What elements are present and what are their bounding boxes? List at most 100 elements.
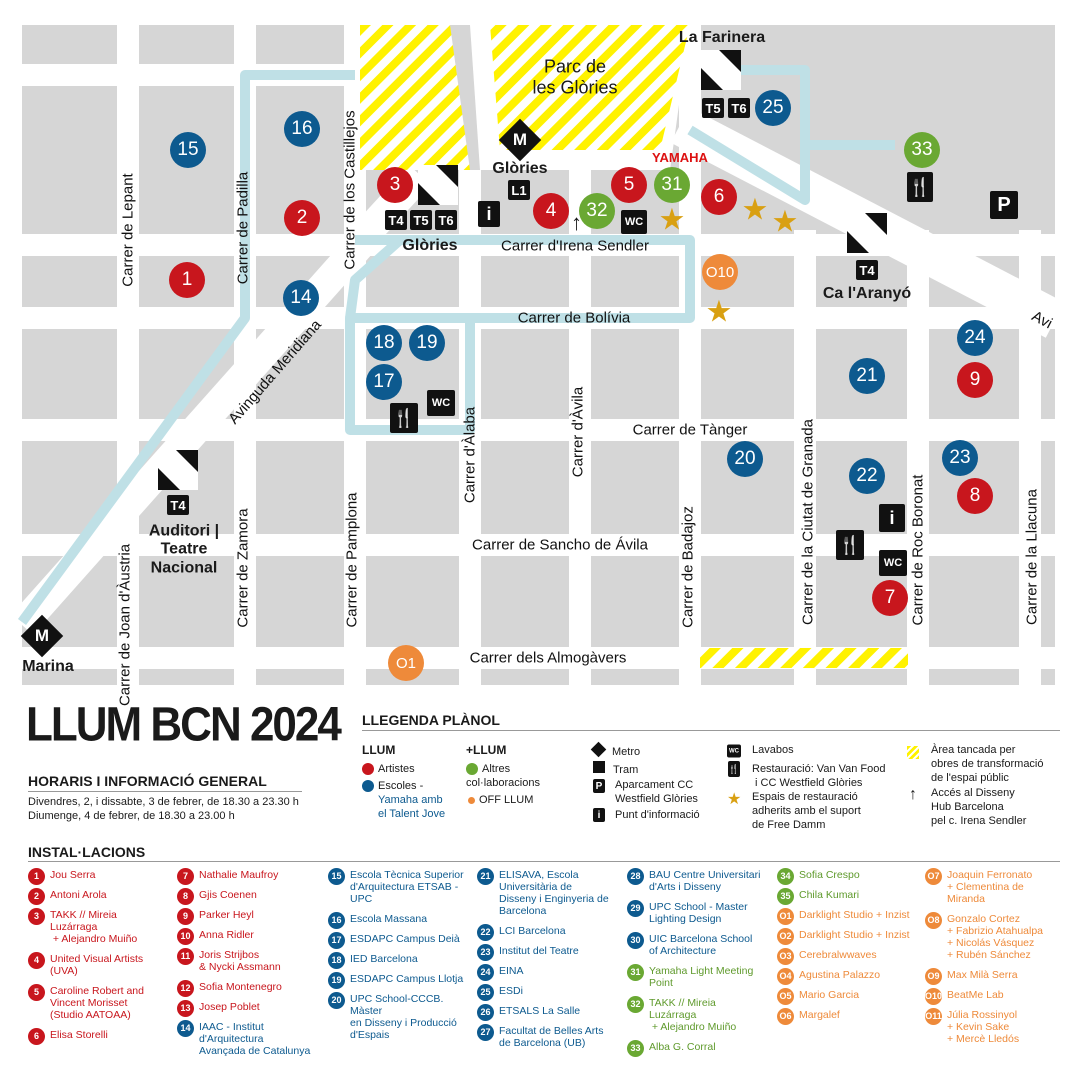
street-zamora: Carrer de Zamora [234, 508, 252, 628]
marker[interactable]: O1 [388, 645, 424, 681]
installation-number: 18 [328, 952, 345, 969]
installation-number: 19 [328, 972, 345, 989]
restaurant-icon: 🍴 [907, 172, 933, 202]
marker[interactable]: 20 [727, 441, 763, 477]
marker[interactable]: 4 [533, 193, 569, 229]
street-bolivia: Carrer de Bolívia [517, 309, 631, 327]
installation-name: Júlia Rossinyol + Kevin Sake + Mercè Lle… [947, 1009, 1020, 1046]
marker[interactable]: 7 [872, 580, 908, 616]
installation-number: 16 [328, 912, 345, 929]
marker[interactable]: 8 [957, 478, 993, 514]
marker[interactable]: 16 [284, 111, 320, 147]
legend-food: Restauració: Van Van Food i CC Westfield… [752, 763, 886, 789]
installation-number: 26 [477, 1004, 494, 1021]
star-icon: ★ [658, 203, 686, 237]
installation-number: 2 [28, 888, 45, 905]
installation-number: 12 [177, 980, 194, 997]
installation-number: 9 [177, 908, 194, 925]
installation-number: 13 [177, 1000, 194, 1017]
installation-name: Escola Tècnica Superior d'Arquitectura E… [350, 869, 464, 906]
schedule-1: Divendres, 2, i dissabte, 3 de febrer, d… [28, 796, 299, 808]
marker[interactable]: 21 [849, 358, 885, 394]
marker[interactable]: 31 [654, 167, 690, 203]
installation-name: Caroline Robert and Vincent Morisset (St… [50, 985, 144, 1022]
installation-number: 25 [477, 984, 494, 1001]
glories-metro-label: Glòries [492, 159, 548, 177]
installation-name: BAU Centre Universitari d'Arts i Disseny [649, 869, 761, 894]
installation-number: 8 [177, 888, 194, 905]
line-l1: L1 [508, 180, 530, 200]
event-title: LLUM BCN 2024 [26, 697, 342, 752]
marker[interactable]: 25 [755, 90, 791, 126]
installation-name: ELISAVA, Escola Universitària de Disseny… [499, 869, 609, 918]
legend-wc: Lavabos [752, 744, 794, 756]
installation-name: ETSALS La Salle [499, 1005, 581, 1017]
installation-number: 10 [177, 928, 194, 945]
installation-name: Facultat de Belles Arts de Barcelona (UB… [499, 1025, 604, 1050]
map[interactable]: Parc de les Glòries Carrer de Lepant Car… [0, 0, 1080, 706]
installation-name: Yamaha Light Meeting Point [649, 965, 754, 990]
installation-name: Parker Heyl [199, 909, 254, 921]
marker[interactable]: 14 [283, 280, 319, 316]
marker[interactable]: 5 [611, 167, 647, 203]
installation-number: O6 [777, 1008, 794, 1025]
star-icon: ★ [771, 205, 799, 239]
installation-number: 33 [627, 1040, 644, 1057]
line-t6: T6 [728, 98, 750, 118]
installation-item: O11 Júlia Rossinyol + Kevin Sake + Mercè … [925, 1008, 1020, 1046]
street-roc-boronat: Carrer de Roc Boronat [909, 474, 927, 626]
marker[interactable]: 18 [366, 325, 402, 361]
installation-number: O3 [777, 948, 794, 965]
installation-number: 32 [627, 996, 644, 1013]
line-t4: T4 [167, 495, 189, 515]
street-sancho-avila: Carrer de Sancho de Ávila [472, 536, 648, 554]
info-icon: i [593, 808, 605, 822]
marker[interactable]: 2 [284, 200, 320, 236]
street-badajoz: Carrer de Badajoz [679, 506, 697, 628]
installation-name: Joaquin Ferronato + Clementina de Mirand… [947, 869, 1033, 906]
marker[interactable]: 32 [579, 193, 615, 229]
marker[interactable]: O10 [702, 254, 738, 290]
marker[interactable]: 6 [701, 179, 737, 215]
wc-icon: WC [879, 550, 907, 576]
marker[interactable]: 22 [849, 458, 885, 494]
farinera-label: La Farinera [678, 28, 766, 46]
red-dot-icon [362, 763, 374, 776]
street-ciutat-granada: Carrer de la Ciutat de Granada [799, 419, 817, 625]
street-almogavers: Carrer dels Almogàvers [469, 649, 627, 667]
installation-name: Sofia Crespo [799, 869, 860, 881]
park-label: Parc de les Glòries [532, 56, 618, 97]
installation-number: 7 [177, 868, 194, 885]
marker[interactable]: 19 [409, 325, 445, 361]
installation-number: O11 [925, 1008, 942, 1025]
restaurant-icon: 🍴 [390, 403, 418, 433]
marker[interactable]: 15 [170, 132, 206, 168]
installation-number: 22 [477, 924, 494, 941]
marker[interactable]: 9 [957, 362, 993, 398]
marker[interactable]: 23 [942, 440, 978, 476]
installation-name: UPC School - Master Lighting Design [649, 901, 748, 926]
marker[interactable]: 24 [957, 320, 993, 356]
legend-off: OFF LLUM [479, 794, 534, 806]
installation-name: Escola Massana [350, 913, 428, 925]
info-icon: i [879, 504, 905, 532]
marker[interactable]: 17 [366, 364, 402, 400]
restaurant-icon: 🍴 [728, 761, 740, 777]
divider [28, 791, 302, 792]
divider [362, 730, 1060, 731]
marker[interactable]: 1 [169, 262, 205, 298]
installation-number: 20 [328, 992, 345, 1009]
marker[interactable]: 33 [904, 132, 940, 168]
marker[interactable]: 3 [377, 167, 413, 203]
installation-name: Margalef [799, 1009, 840, 1021]
legend-metro: Metro [590, 741, 640, 760]
